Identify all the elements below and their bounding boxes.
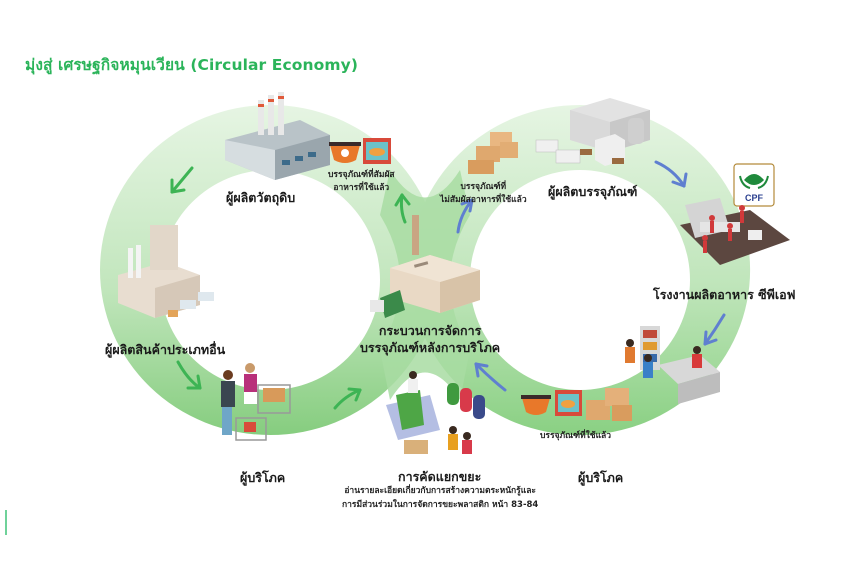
node-consumer-right: ผู้บริโภค xyxy=(578,470,624,485)
reference-note: อ่านรายละเอียดเกี่ยวกับการสร้างความตระหน… xyxy=(342,484,538,512)
arrow-blue-1 xyxy=(456,198,474,234)
factory-icon xyxy=(225,92,330,180)
cardboard-boxes-icon xyxy=(468,132,518,174)
node-waste-sorting: การคัดแยกขยะ xyxy=(398,469,482,484)
store-checkout-icon xyxy=(625,326,720,404)
node-post-consumer-process: กระบวนการจัดการ บรรจุภัณฑ์หลังการบริโภค xyxy=(360,322,500,356)
node-other-goods-producer: ผู้ผลิตสินค้าประเภทอื่น xyxy=(105,342,226,357)
caption-food-contact: บรรจุภัณฑ์ที่สัมผัส อาหารที่ใช้แล้ว xyxy=(328,169,395,195)
arrow-blue-4 xyxy=(474,362,507,392)
caption-non-food-contact: บรรจุภัณฑ์ที่ ไม่สัมผัสอาหารที่ใช้แล้ว xyxy=(440,181,527,207)
arrow-green-1 xyxy=(170,166,194,194)
right-ring xyxy=(409,104,751,436)
food-factory-icon xyxy=(680,198,790,265)
node-post-consumer-process-line1: กระบวนการจัดการ xyxy=(378,323,482,338)
caption-non-food-contact-line2: ไม่สัมผัสอาหารที่ใช้แล้ว xyxy=(440,195,527,205)
used-packaging-icons xyxy=(521,388,632,421)
caption-non-food-contact-line1: บรรจุภัณฑ์ที่ xyxy=(460,182,507,192)
cpf-logo-text: CPF xyxy=(745,193,764,203)
food-bowl-icon xyxy=(329,142,361,163)
arrow-green-2 xyxy=(176,360,202,390)
reference-note-line1: อ่านรายละเอียดเกี่ยวกับการสร้างความตระหน… xyxy=(344,486,536,496)
left-ring xyxy=(99,104,441,436)
arrow-green-4 xyxy=(394,193,411,224)
node-cpf-factory: โรงงานผลิตอาหาร ซีพีเอฟ xyxy=(653,287,796,302)
node-post-consumer-process-line2: บรรจุภัณฑ์หลังการบริโภค xyxy=(360,340,501,355)
cpf-logo xyxy=(733,163,775,207)
packaging-factory-icon xyxy=(535,98,650,166)
caption-food-contact-line2: อาหารที่ใช้แล้ว xyxy=(333,183,390,193)
caption-used-packaging: บรรจุภัณฑ์ที่ใช้แล้ว xyxy=(540,431,612,441)
page-title: มุ่งสู่ เศรษฐกิจหมุนเวียน (Circular Econ… xyxy=(25,56,359,74)
sorting-bins-icon xyxy=(386,371,485,454)
reference-note-line2: การมีส่วนร่วมในการจัดการขยะพลาสติก หน้า … xyxy=(342,500,539,510)
arrow-blue-2 xyxy=(654,160,688,188)
node-consumer-left: ผู้บริโภค xyxy=(240,470,286,485)
goods-factory-icon xyxy=(118,225,214,318)
arrow-green-3 xyxy=(333,387,362,410)
caption-food-contact-line1: บรรจุภัณฑ์ที่สัมผัส xyxy=(328,170,395,180)
node-packaging-producer: ผู้ผลิตบรรจุภัณฑ์ xyxy=(548,184,638,199)
node-raw-material-producer: ผู้ผลิตวัตถุดิบ xyxy=(226,190,296,205)
recycling-plant-icon xyxy=(370,215,480,318)
shoppers-icon xyxy=(221,363,291,441)
side-accent-bar xyxy=(5,510,7,535)
food-pack-icon xyxy=(363,138,391,164)
arrow-blue-3 xyxy=(703,313,726,346)
